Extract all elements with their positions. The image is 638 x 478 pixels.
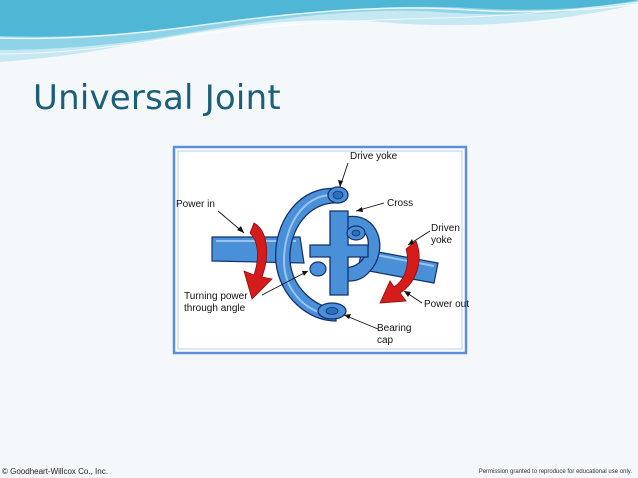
label-drive-yoke: Drive yoke [350, 151, 398, 162]
label-power-out: Power out [424, 299, 470, 310]
label-cross: Cross [387, 198, 414, 209]
label-turning-power: Turning power through angle [184, 291, 248, 314]
copyright-text: © Goodheart-Willcox Co., Inc. [2, 467, 108, 476]
power-out-arrow [379, 240, 420, 304]
power-in-arrow [243, 222, 273, 300]
permission-text: Permission granted to reproduce for educ… [478, 469, 632, 475]
label-power-in: Power in [176, 199, 215, 210]
cross [309, 210, 369, 296]
universal-joint-figure: Drive yoke Power in Cross Driven yoke Tu… [172, 145, 470, 355]
slide-title: Universal Joint [33, 78, 281, 118]
label-bearing-cap: Bearing cap [377, 323, 412, 346]
label-driven-yoke: Driven yoke [431, 223, 460, 246]
universal-joint-diagram [172, 145, 468, 355]
footer: © Goodheart-Willcox Co., Inc. Permission… [0, 466, 638, 478]
header-wave-decoration [0, 0, 638, 62]
